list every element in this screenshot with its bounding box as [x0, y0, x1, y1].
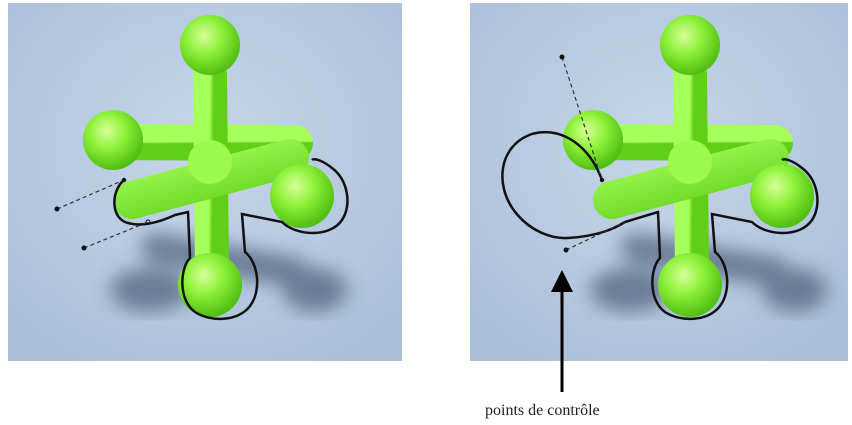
caption-control-points: points de contrôle: [485, 402, 600, 419]
arrow-head-icon: [551, 270, 573, 292]
right-control-point-2[interactable]: [563, 247, 569, 253]
left-node-1[interactable]: [121, 177, 127, 183]
left-control-point-2[interactable]: [81, 245, 87, 251]
right-loop-path: [501, 130, 819, 321]
right-control-handles: [561, 56, 626, 251]
left-node-2[interactable]: [145, 219, 151, 225]
right-control-point-1[interactable]: [559, 54, 565, 60]
left-control-handles: [56, 179, 149, 249]
right-panel: [470, 3, 848, 361]
callout-arrow: [551, 270, 573, 392]
left-panel: [8, 3, 402, 361]
right-node-1[interactable]: [599, 177, 605, 183]
left-control-point-1[interactable]: [54, 206, 60, 212]
